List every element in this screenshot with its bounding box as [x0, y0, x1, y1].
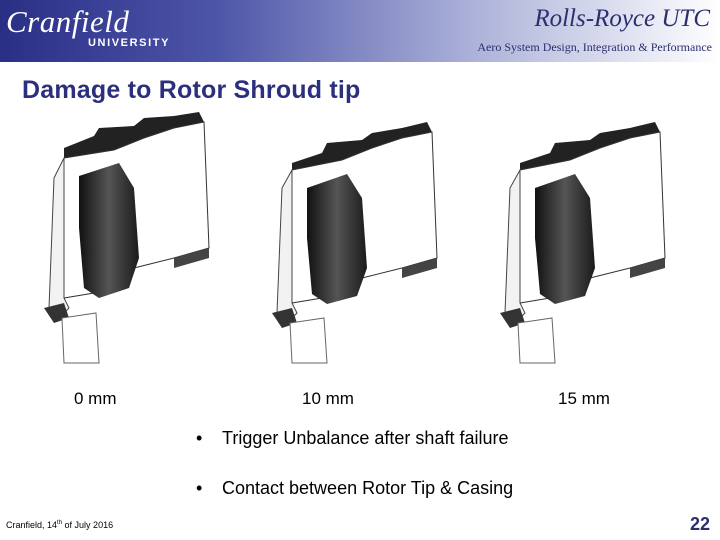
- bullet-text: Trigger Unbalance after shaft failure: [222, 428, 509, 448]
- blade-figure-15mm: [480, 108, 690, 368]
- bullet-item: • Contact between Rotor Tip & Casing: [196, 478, 513, 499]
- bullet-dot-icon: •: [196, 478, 203, 498]
- rotor-blade-illustration: [272, 122, 438, 364]
- bullet-text: Contact between Rotor Tip & Casing: [222, 478, 514, 498]
- rotor-blade-illustration: [44, 112, 210, 364]
- rotor-blade-illustration: [500, 122, 666, 364]
- figure-label-15mm: 15 mm: [558, 389, 610, 408]
- page-number: 22: [689, 514, 710, 534]
- bullet-dot-icon: •: [196, 428, 203, 448]
- slide-title: Damage to Rotor Shroud tip: [22, 76, 361, 104]
- figure-label-10mm: 10 mm: [302, 389, 354, 408]
- university-logo-text: UNIVERSITY: [88, 37, 171, 49]
- blade-figure-0mm: [24, 108, 234, 368]
- header-banner: Cranfield UNIVERSITY Rolls-Royce UTC Aer…: [0, 0, 720, 62]
- figure-label-0mm: 0 mm: [74, 389, 117, 408]
- bullet-item: • Trigger Unbalance after shaft failure: [196, 428, 508, 449]
- footer-date: Cranfield, 14th of July 2016: [6, 520, 114, 530]
- org-title: Rolls-Royce UTC: [534, 5, 710, 32]
- cranfield-logo: Cranfield: [6, 4, 130, 39]
- org-subtitle: Aero System Design, Integration & Perfor…: [477, 40, 712, 54]
- blade-figure-10mm: [252, 108, 462, 368]
